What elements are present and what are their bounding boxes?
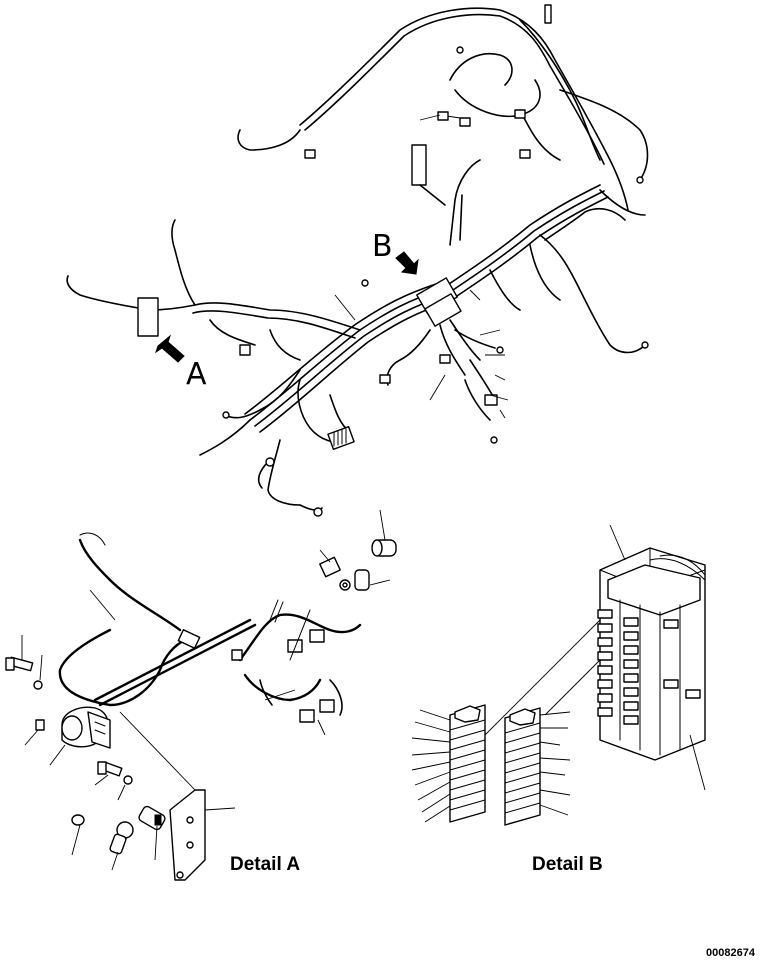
detail-b-drawing: Detail B — [411, 524, 706, 875]
fuse-box-slots — [597, 609, 701, 725]
upper-middle-branch — [411, 144, 481, 246]
right-branch-bundle — [489, 189, 646, 354]
view-b-arrow — [395, 251, 419, 275]
view-a-callout: A — [155, 334, 207, 392]
drawing-part-number: 00082674 — [706, 947, 756, 959]
detail-b-caption: Detail B — [532, 854, 603, 875]
left-branch-bundle — [66, 129, 361, 456]
harness-connectors — [137, 4, 649, 517]
fuse-strip-right — [504, 707, 571, 826]
leader-lines — [334, 114, 509, 419]
view-a-arrow — [155, 334, 185, 363]
detail-a-bolts — [5, 656, 133, 826]
view-a-label: A — [186, 357, 207, 392]
main-harness-assembly: A B — [66, 4, 649, 517]
view-b-callout: B — [372, 229, 419, 275]
upper-loop-bundle — [299, 7, 649, 211]
detail-a-caption: Detail A — [230, 854, 300, 875]
fuse-strip-left — [411, 704, 486, 823]
view-b-label: B — [372, 229, 393, 264]
detail-a-drawing: Detail A — [5, 509, 397, 881]
lower-left-branch — [257, 439, 323, 511]
